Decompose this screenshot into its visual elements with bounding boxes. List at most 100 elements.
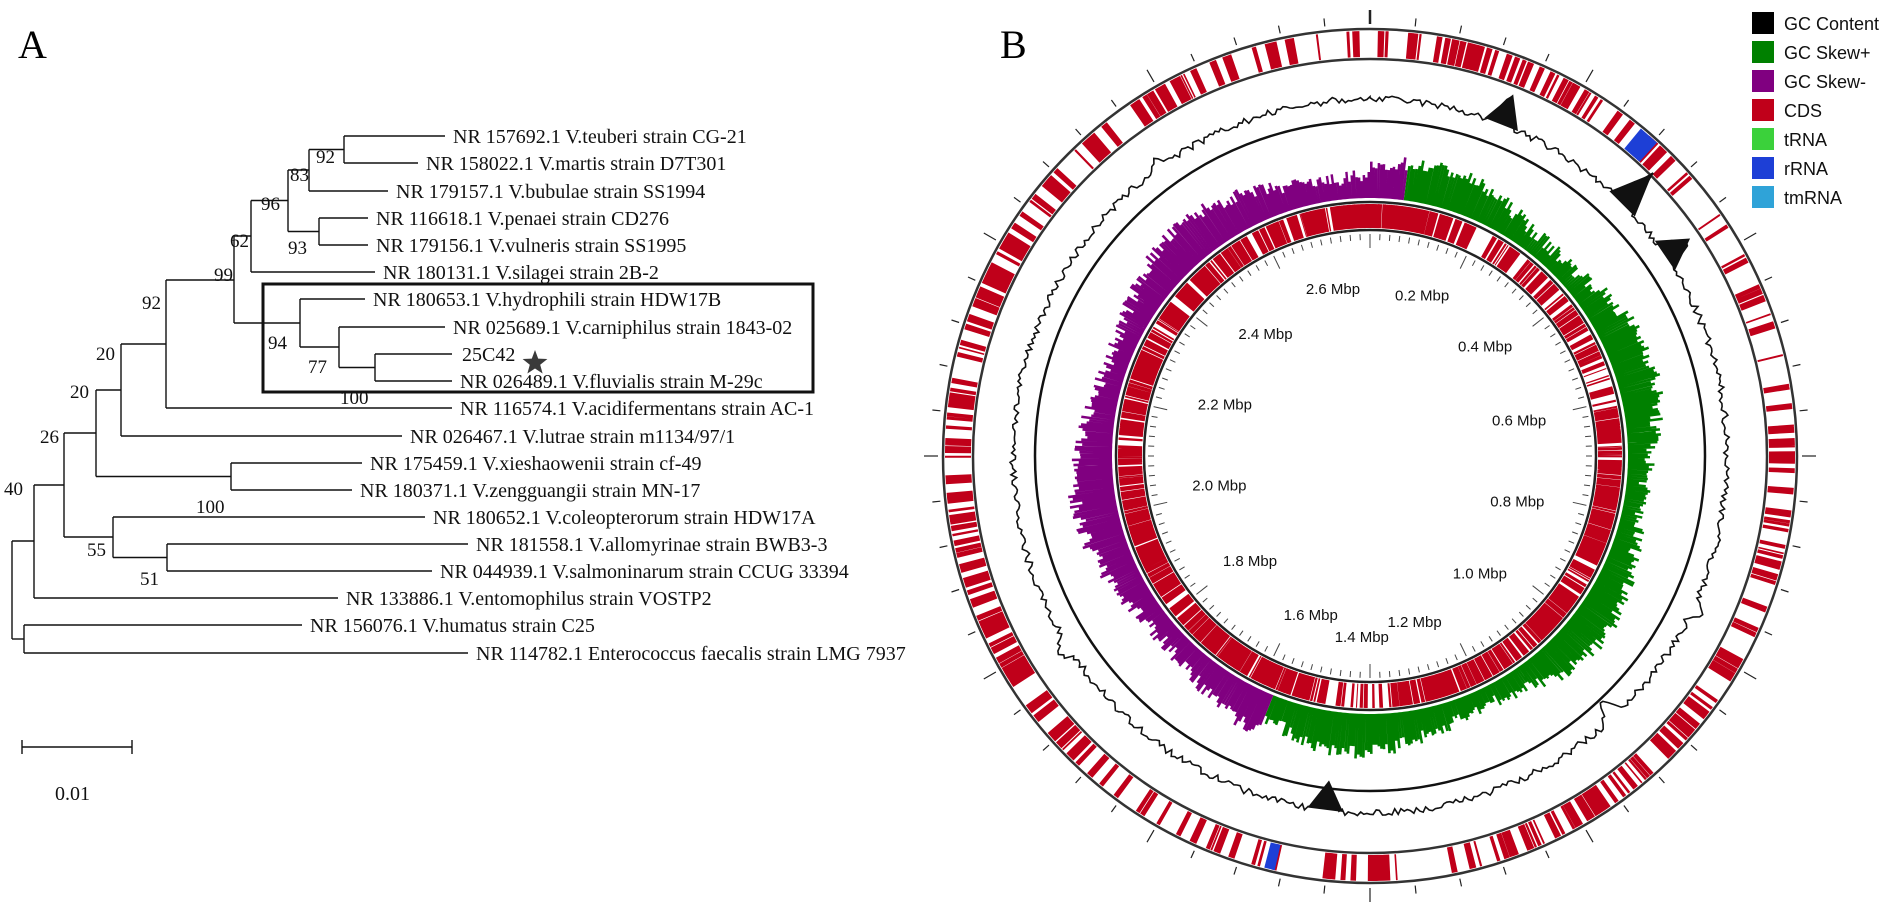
outer-tick xyxy=(1110,805,1117,813)
axis-tick xyxy=(1179,341,1185,346)
axis-tick xyxy=(1525,302,1531,308)
axis-tick xyxy=(1209,302,1215,308)
outer-tick xyxy=(967,631,976,636)
outer-tick xyxy=(1658,128,1665,136)
taxon-label: NR 179157.1 V.bubulae strain SS1994 xyxy=(396,181,705,203)
gc-skew-negative xyxy=(1068,157,1408,732)
axis-tick xyxy=(1555,566,1561,571)
outer-tick xyxy=(1792,545,1801,549)
legend-label: GC Skew+ xyxy=(1784,43,1871,63)
outer-tick xyxy=(1764,276,1773,281)
axis-tick xyxy=(1532,317,1544,327)
bootstrap-value: 20 xyxy=(70,382,89,403)
axis-tick-label: 0.4 Mbp xyxy=(1458,339,1512,356)
legend-swatch xyxy=(1752,157,1774,179)
axis-tick xyxy=(1255,641,1260,647)
gc-content-trace xyxy=(1008,94,1731,817)
bootstrap-value: 92 xyxy=(316,147,335,168)
axis-tick xyxy=(1582,415,1589,418)
axis-tick-label: 2.4 Mbp xyxy=(1238,326,1292,343)
axis-tick xyxy=(1273,643,1281,657)
outer-tick xyxy=(1743,671,1757,680)
axis-tick-label: 1.4 Mbp xyxy=(1335,629,1389,646)
axis-tick xyxy=(1158,386,1165,390)
axis-tick xyxy=(1436,661,1440,668)
axis-tick xyxy=(1349,671,1352,678)
query-star-icon xyxy=(522,350,548,374)
axis-tick xyxy=(1550,333,1556,338)
taxon-label: NR 180653.1 V.hydrophili strain HDW17B xyxy=(373,289,721,311)
axis-tick xyxy=(1417,666,1420,673)
axis-tick xyxy=(1291,658,1295,664)
axis-tick xyxy=(1231,624,1236,630)
outer-tick xyxy=(1075,128,1082,136)
axis-tick xyxy=(1564,549,1571,553)
axis-tick xyxy=(1518,611,1524,617)
axis-tick xyxy=(1388,671,1391,678)
outer-tick xyxy=(1075,776,1082,784)
legend-label: rRNA xyxy=(1784,159,1828,179)
axis-tick xyxy=(1408,668,1411,675)
axis-tick xyxy=(1532,585,1544,595)
axis-tick xyxy=(1273,255,1281,269)
axis-tick xyxy=(1518,295,1524,301)
taxon-label: NR 158022.1 V.martis strain D7T301 xyxy=(426,153,726,175)
axis-tick xyxy=(1496,276,1501,282)
rrna-mark xyxy=(1264,842,1281,871)
outer-tick xyxy=(1459,25,1463,34)
outer-tick xyxy=(1690,744,1698,751)
axis-tick xyxy=(1445,658,1449,664)
axis-tick xyxy=(1572,406,1587,411)
axis-tick xyxy=(1162,377,1168,381)
axis-tick xyxy=(1148,474,1155,477)
axis-tick xyxy=(1196,585,1208,595)
axis-tick xyxy=(1184,574,1190,579)
outer-tick xyxy=(1042,161,1050,168)
legend-swatch xyxy=(1752,12,1774,34)
axis-tick xyxy=(1585,474,1592,477)
bootstrap-value: 100 xyxy=(196,497,225,518)
axis-tick-label: 2.0 Mbp xyxy=(1192,478,1246,495)
axis-tick xyxy=(1398,669,1401,677)
axis-tick xyxy=(1568,540,1575,544)
axis-tick xyxy=(1151,494,1158,497)
gc-content-peak xyxy=(1307,780,1344,812)
legend-swatch xyxy=(1752,99,1774,121)
legend-swatch xyxy=(1752,70,1774,92)
axis-tick xyxy=(1572,501,1587,506)
taxon-label: NR 116618.1 V.penaei strain CD276 xyxy=(376,208,669,230)
bootstrap-value: 26 xyxy=(40,427,59,448)
axis-tick-label: 0.6 Mbp xyxy=(1492,412,1546,429)
axis-tick-label: 0.8 Mbp xyxy=(1490,494,1544,511)
outer-tick xyxy=(939,545,948,549)
legend-label: tRNA xyxy=(1784,130,1827,150)
axis-tick-label: 2.2 Mbp xyxy=(1198,397,1252,414)
taxon-label: NR 156076.1 V.humatus strain C25 xyxy=(310,615,595,637)
axis-tick xyxy=(1471,645,1476,652)
outer-tick xyxy=(1545,850,1550,859)
axis-tick-label: 1.8 Mbp xyxy=(1223,553,1277,570)
bootstrap-value: 94 xyxy=(268,333,288,354)
axis-tick xyxy=(1583,484,1591,487)
outer-tick xyxy=(1719,709,1727,716)
bootstrap-value: 99 xyxy=(214,265,233,286)
outer-tick xyxy=(1764,631,1773,636)
outer-tick xyxy=(967,276,976,281)
outer-tick xyxy=(1146,69,1155,83)
bootstrap-value: 20 xyxy=(96,344,115,365)
axis-tick xyxy=(1239,630,1244,636)
axis-tick xyxy=(1247,636,1252,642)
axis-tick xyxy=(1282,654,1286,661)
taxon-label: NR 180652.1 V.coleopterorum strain HDW17… xyxy=(433,507,816,529)
axis-tick xyxy=(1329,237,1332,244)
legend-swatch xyxy=(1752,41,1774,63)
axis-tick xyxy=(1480,641,1485,647)
bootstrap-value: 93 xyxy=(288,238,307,259)
bootstrap-value: 83 xyxy=(290,165,309,186)
axis-tick-label: 1.0 Mbp xyxy=(1453,566,1507,583)
outer-tick xyxy=(1013,196,1021,203)
taxon-label: NR 180371.1 V.zengguangii strain MN-17 xyxy=(360,480,700,502)
taxon-label: NR 026467.1 V.lutrae strain m1134/97/1 xyxy=(410,426,735,448)
axis-tick xyxy=(1165,540,1172,544)
